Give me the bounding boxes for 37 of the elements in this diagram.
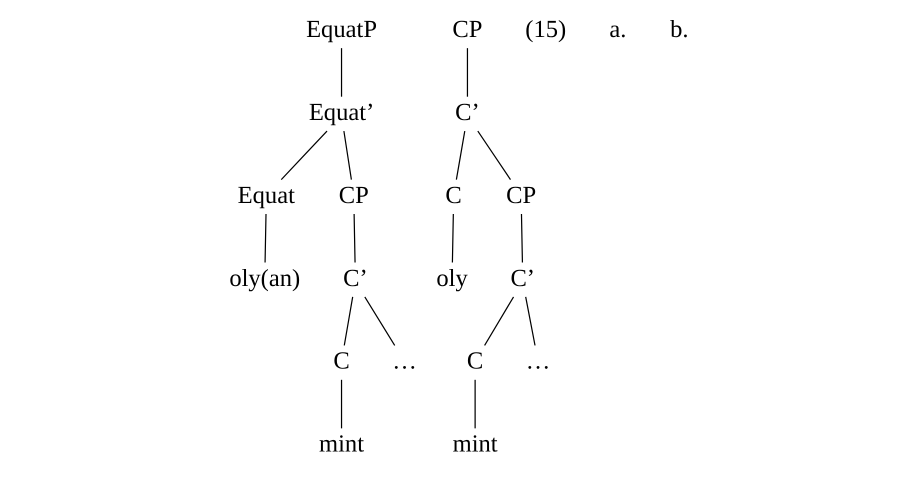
connector (340, 380, 342, 428)
label: (15) (524, 16, 566, 44)
node-text: mint (318, 430, 364, 458)
connector (264, 214, 266, 263)
connector (524, 296, 536, 346)
connector (342, 130, 352, 180)
node-text: oly(an) (228, 264, 300, 292)
connector (340, 48, 342, 97)
connector (520, 214, 523, 263)
node-text: C (444, 182, 462, 209)
node-text: … (392, 348, 416, 375)
node-text: C (466, 348, 483, 375)
node-text: EquatP (306, 16, 376, 44)
node-text: mint (452, 430, 498, 458)
connector (364, 296, 395, 346)
connector (476, 130, 510, 180)
connector (484, 296, 514, 346)
node-text: C’ (342, 264, 368, 292)
node-text: C (332, 348, 350, 375)
label: b. (670, 16, 688, 44)
connector (455, 130, 465, 180)
connector (353, 214, 356, 263)
node-text: Equat’ (308, 98, 374, 126)
node-text: C’ (510, 264, 534, 292)
connector (280, 130, 327, 180)
node-text: C’ (454, 98, 480, 126)
connector (466, 48, 468, 97)
node-text: CP (452, 16, 482, 44)
connector (343, 296, 353, 346)
connector (474, 380, 476, 428)
node-text: Equat (237, 182, 294, 209)
node-text: CP (506, 182, 536, 209)
node-text: oly (436, 264, 468, 292)
node-text: CP (338, 182, 368, 209)
node-text: … (525, 348, 550, 375)
label: a. (608, 16, 626, 44)
connector (451, 214, 454, 263)
